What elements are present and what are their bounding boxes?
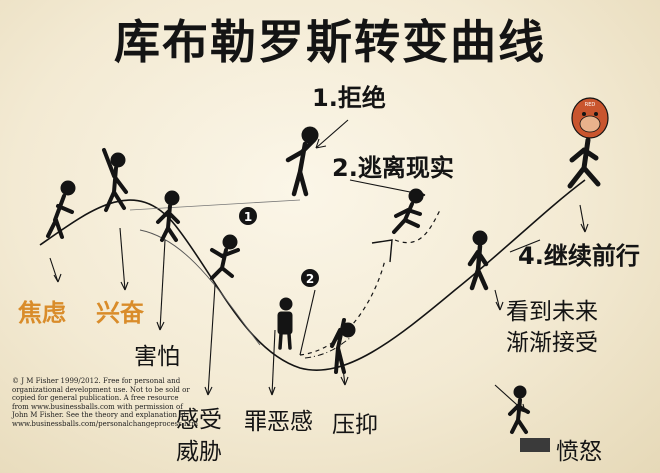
- emotion-guilt-label: 罪恶感: [244, 409, 313, 435]
- figure-excited: [102, 148, 128, 212]
- copyright-notice: © J M Fisher 1999/2012. Free for persona…: [12, 377, 199, 428]
- figure-depressed: [330, 318, 356, 374]
- stage-escape-label: 2.逃离现实: [332, 154, 454, 182]
- head-badge: RED: [585, 102, 596, 108]
- dashdot-line: [304, 337, 351, 359]
- diagram-title: 库布勒罗斯转变曲线: [114, 15, 546, 69]
- marker-2-label: 2: [306, 272, 314, 286]
- figure-threatened: [210, 234, 240, 280]
- secondary-line-upper: [129, 199, 301, 211]
- pointer-arrows: [49, 119, 589, 413]
- figure-accepting: [467, 230, 489, 291]
- emotion-acceptance-line1: 看到未来: [506, 299, 598, 325]
- monkey-head-icon: RED: [571, 97, 609, 139]
- emotion-excitement-label: 兴奋: [96, 299, 144, 327]
- emotion-acceptance-line2: 渐渐接受: [506, 330, 598, 356]
- emotion-anger-label: 愤怒: [556, 439, 602, 465]
- figure-denial: [285, 126, 319, 197]
- escape-dashed-path: [299, 209, 441, 356]
- figure-angry: [508, 385, 550, 452]
- emotion-anxiety-label: 焦虑: [18, 299, 66, 327]
- emotion-fear-label: 害怕: [134, 344, 180, 370]
- transition-curve: [39, 179, 586, 371]
- stage-denial-label: 1.拒绝: [312, 84, 386, 112]
- secondary-line-inner: [139, 229, 261, 346]
- escape-arrow: [371, 239, 393, 263]
- figure-anxious: [46, 180, 76, 239]
- emotion-threat-line1: 感受: [176, 407, 222, 433]
- figure-guilty: [277, 297, 293, 350]
- emotion-depression-label: 压抑: [332, 412, 378, 438]
- stage-move-on-label: 4.继续前行: [518, 242, 640, 270]
- emotion-threat-line2: 威胁: [176, 439, 222, 465]
- figure-moving-on: [567, 137, 601, 189]
- figure-escaping: [392, 188, 424, 234]
- marker-1: 1: [239, 207, 257, 225]
- figure-fearful: [156, 190, 180, 242]
- marker-2: 2: [301, 269, 319, 287]
- marker-1-label: 1: [244, 210, 252, 224]
